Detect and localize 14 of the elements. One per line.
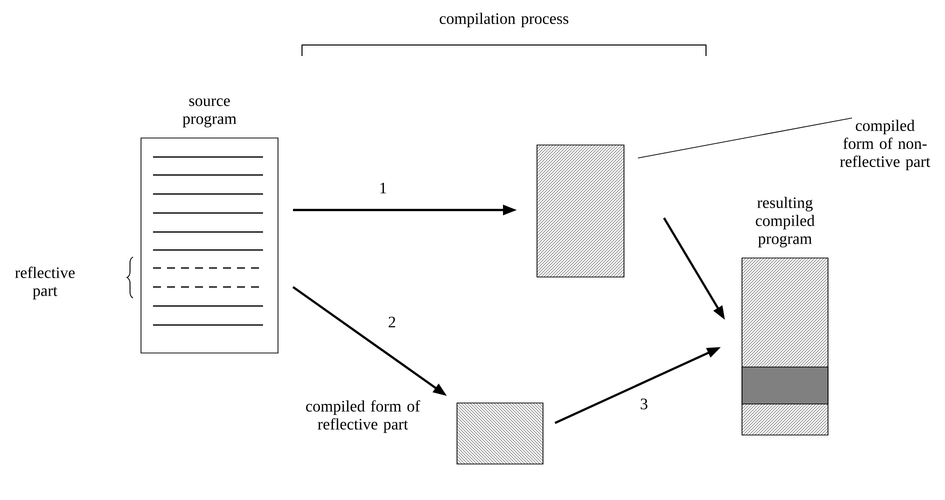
node-label: compiled form of reflective part [306, 400, 420, 433]
callout-text: compiled form of non-reflective part [840, 120, 930, 170]
text-label: compilation process [440, 12, 568, 28]
text-label: reflective part [15, 266, 75, 300]
node-label: resulting compiled program [756, 196, 815, 248]
hatched-box: compiled form of reflective part [306, 400, 544, 464]
edge-label: 2 [388, 316, 396, 328]
document-box: source program [140, 98, 278, 354]
node-label: source program [182, 98, 236, 128]
edge-label: 3 [640, 398, 648, 410]
edge-label: 1 [380, 182, 386, 194]
hatched-box [536, 144, 624, 278]
leader-line [638, 118, 852, 158]
program-box: resulting compiled program [742, 196, 828, 436]
